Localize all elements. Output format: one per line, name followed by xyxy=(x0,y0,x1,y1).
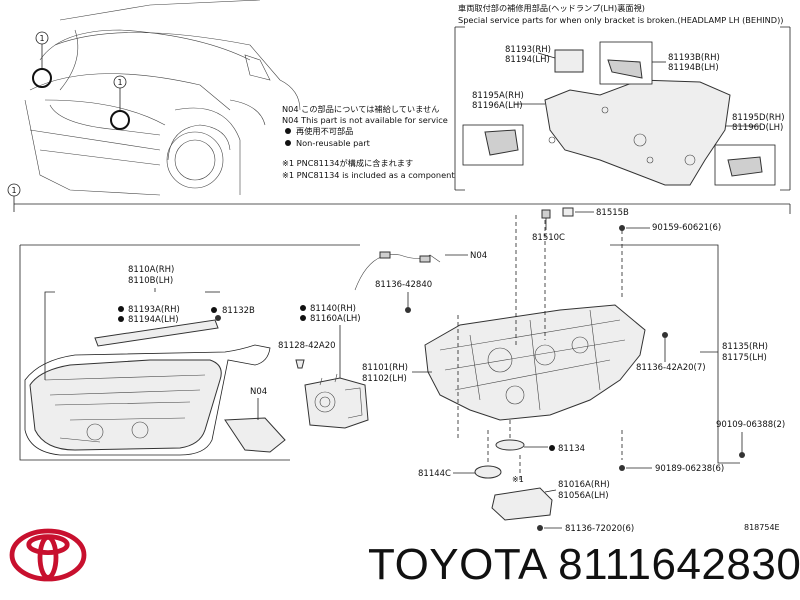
callout-circle xyxy=(113,75,127,89)
bezel-n04 xyxy=(224,417,286,453)
bracket-81193b xyxy=(607,59,643,79)
diagram-code: 818754E xyxy=(744,523,780,532)
part-81135: 81135(RH) xyxy=(722,342,768,352)
screw-icon xyxy=(537,525,543,531)
headlamp-assembly-left xyxy=(29,359,222,451)
section-callout-label: 1 xyxy=(11,186,16,195)
part-81056a: 81056A(LH) xyxy=(558,491,609,501)
note-n04-jp: N04 この部品については補給していません xyxy=(282,104,439,114)
led-module-81140 xyxy=(304,373,369,429)
vehicle-front-view xyxy=(24,0,301,196)
part-81101: 81101(RH) xyxy=(362,363,408,373)
screw-icon xyxy=(405,307,411,313)
clip-81510c xyxy=(541,209,551,219)
screw-icon xyxy=(739,452,745,458)
part-81136-42840: 81136-42840 xyxy=(375,280,432,290)
callout-circle xyxy=(35,31,49,45)
part-81193b: 81193B(RH) xyxy=(668,53,720,63)
bullet-icon xyxy=(285,140,291,146)
part-81193: 81193(RH) xyxy=(505,45,551,55)
bracket-81193 xyxy=(554,49,584,73)
clip-81515b xyxy=(562,207,574,217)
part-81102: 81102(LH) xyxy=(362,374,407,384)
part-81195a: 81195A(RH) xyxy=(472,91,524,101)
bullet-icon xyxy=(285,128,291,134)
part-n04-bezel: N04 xyxy=(250,387,267,397)
part-81510c: 81510C xyxy=(532,233,565,243)
screw-icon xyxy=(619,225,625,231)
part-8110b: 8110B(LH) xyxy=(128,276,173,286)
part-81140: 81140(RH) xyxy=(310,304,356,314)
inset-title-jp: 車両取付部の補修用部品(ヘッドランプ(LH)裏面視) xyxy=(458,3,645,13)
part-81196a: 81196A(LH) xyxy=(472,101,523,111)
part-81193a: 81193A(RH) xyxy=(128,305,180,315)
bracket-81195d xyxy=(727,156,763,177)
part-90109: 90109-06388(2) xyxy=(716,420,785,430)
part-81128: 81128-42A20 xyxy=(278,341,336,351)
screw-icon xyxy=(662,332,668,338)
part-81136-42a20: 81136-42A20(7) xyxy=(636,363,706,373)
part-81160a: 81160A(LH) xyxy=(310,314,361,324)
part-81194b: 81194B(LH) xyxy=(668,63,719,73)
nonreusable-bullet-icon xyxy=(118,306,124,312)
note-nonreusable-jp: 再使用不可部品 xyxy=(296,126,353,136)
screw-icon xyxy=(619,465,625,471)
nonreusable-bullet-icon xyxy=(300,305,306,311)
nonreusable-bullet-icon xyxy=(118,316,124,322)
headlamp-back-outline xyxy=(544,79,731,186)
headlamp-location-marker xyxy=(32,68,52,88)
nonreusable-bullet-icon xyxy=(300,315,306,321)
lens-gasket-81193a xyxy=(94,319,219,347)
part-81144c: 81144C xyxy=(418,469,451,479)
toyota-emblem-icon xyxy=(9,528,87,582)
inset-title-en: Special service parts for when only brac… xyxy=(458,15,783,25)
part-81194a: 81194A(LH) xyxy=(128,315,179,325)
note-n04-en: N04 This part is not available for servi… xyxy=(282,115,448,125)
part-81175: 81175(LH) xyxy=(722,353,767,363)
part-8110a: 8110A(RH) xyxy=(128,265,174,275)
screw-icon xyxy=(215,315,221,321)
callout-1-label: 1 xyxy=(117,78,122,87)
note-pnc-en: ※1 PNC81134 is included as a component xyxy=(282,170,455,180)
part-81016a: 81016A(RH) xyxy=(558,480,610,490)
brand-part-number: TOYOTA 8111642830 xyxy=(368,540,800,589)
part-81195d: 81195D(RH) xyxy=(732,113,785,123)
cap-81144c xyxy=(474,465,502,479)
part-81132b: 81132B xyxy=(222,306,255,316)
part-81196d: 81196D(LH) xyxy=(732,123,783,133)
nonreusable-bullet-icon xyxy=(211,307,217,313)
note-pnc-jp: ※1 PNC81134が構成に含まれます xyxy=(282,158,413,168)
nonreusable-bullet-icon xyxy=(549,445,555,451)
part-81515b: 81515B xyxy=(596,208,629,218)
part-90189: 90189-06238(6) xyxy=(655,464,724,474)
part-90159: 90159-60621(6) xyxy=(652,223,721,233)
part-81134: 81134 xyxy=(558,444,585,454)
star-marker: ※1 xyxy=(512,475,524,484)
note-nonreusable-en: Non-reusable part xyxy=(296,138,371,148)
clip-81128 xyxy=(295,359,305,369)
part-81194: 81194(LH) xyxy=(505,55,550,65)
part-n04-harness: N04 xyxy=(470,251,487,261)
part-81136-72020: 81136-72020(6) xyxy=(565,524,634,534)
headlamp-housing-right xyxy=(424,304,646,421)
bracket-81195a xyxy=(484,129,519,156)
callout-1-label: 1 xyxy=(39,34,44,43)
headlamp-location-marker xyxy=(110,110,130,130)
ecu-module-81016a xyxy=(491,487,553,521)
cap-81134 xyxy=(495,439,525,451)
